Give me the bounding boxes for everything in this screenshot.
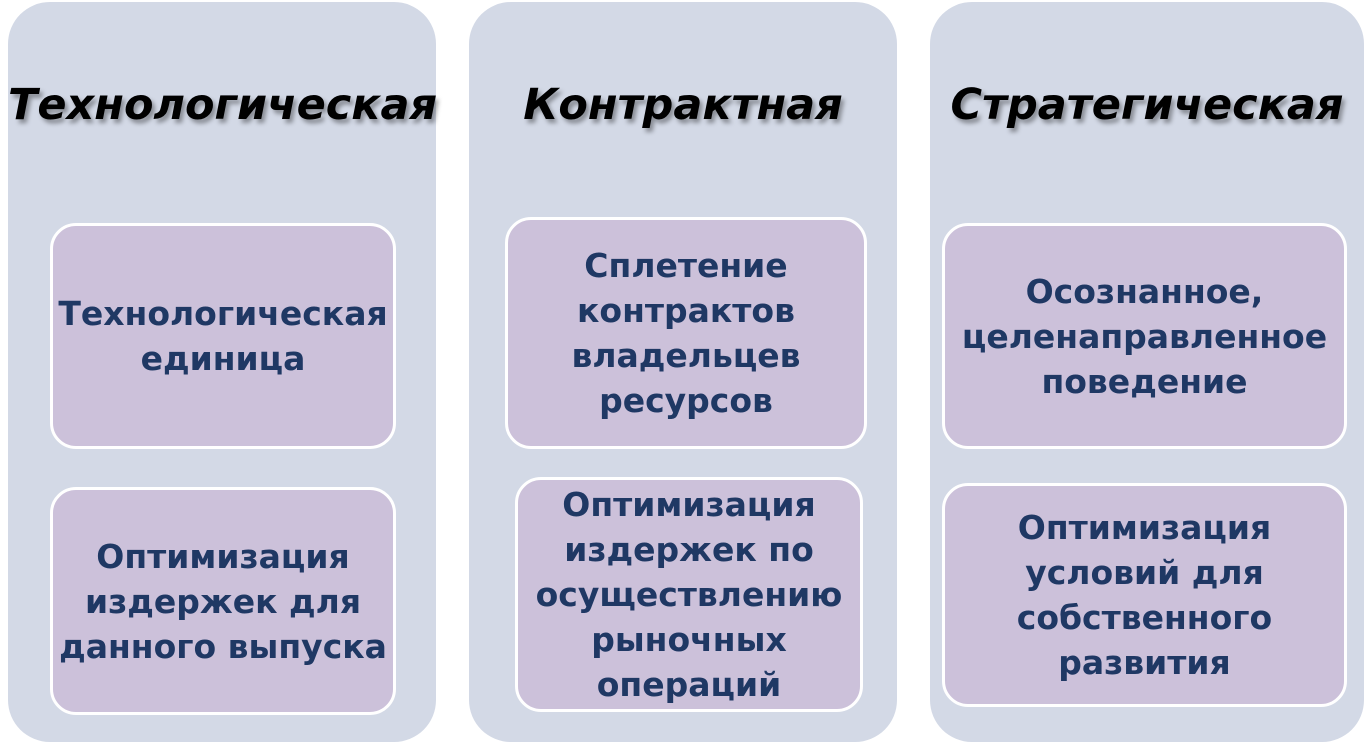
column-technological: Технологическая Технологическая единица … bbox=[8, 2, 438, 742]
objective-box-text: Оптимизация издержек для данного выпуска bbox=[59, 536, 387, 666]
concept-box-text: Осознанное, целенаправленное поведение bbox=[961, 271, 1328, 401]
objective-box-text: Оптимизация условий для собственного раз… bbox=[1016, 508, 1273, 682]
column-contractual: Контрактная Сплетение контрактов владель… bbox=[469, 2, 897, 742]
column-title: Технологическая bbox=[8, 80, 438, 130]
objective-box: Оптимизация издержек по осуществлению ры… bbox=[515, 477, 863, 712]
column-strategic: Стратегическая Осознанное, целенаправлен… bbox=[930, 2, 1364, 742]
column-title: Контрактная bbox=[523, 80, 843, 130]
objective-box-text: Оптимизация издержек по осуществлению ры… bbox=[535, 485, 843, 704]
concept-box: Сплетение контрактов владельцев ресурсов bbox=[505, 217, 867, 449]
objective-box: Оптимизация издержек для данного выпуска bbox=[50, 487, 396, 715]
concept-box: Осознанное, целенаправленное поведение bbox=[942, 223, 1347, 449]
concept-box-text: Технологическая единица bbox=[58, 294, 388, 378]
concept-box: Технологическая единица bbox=[50, 223, 396, 449]
column-title: Стратегическая bbox=[950, 80, 1344, 130]
concept-box-text: Сплетение контрактов владельцев ресурсов bbox=[571, 246, 801, 420]
objective-box: Оптимизация условий для собственного раз… bbox=[942, 483, 1347, 707]
